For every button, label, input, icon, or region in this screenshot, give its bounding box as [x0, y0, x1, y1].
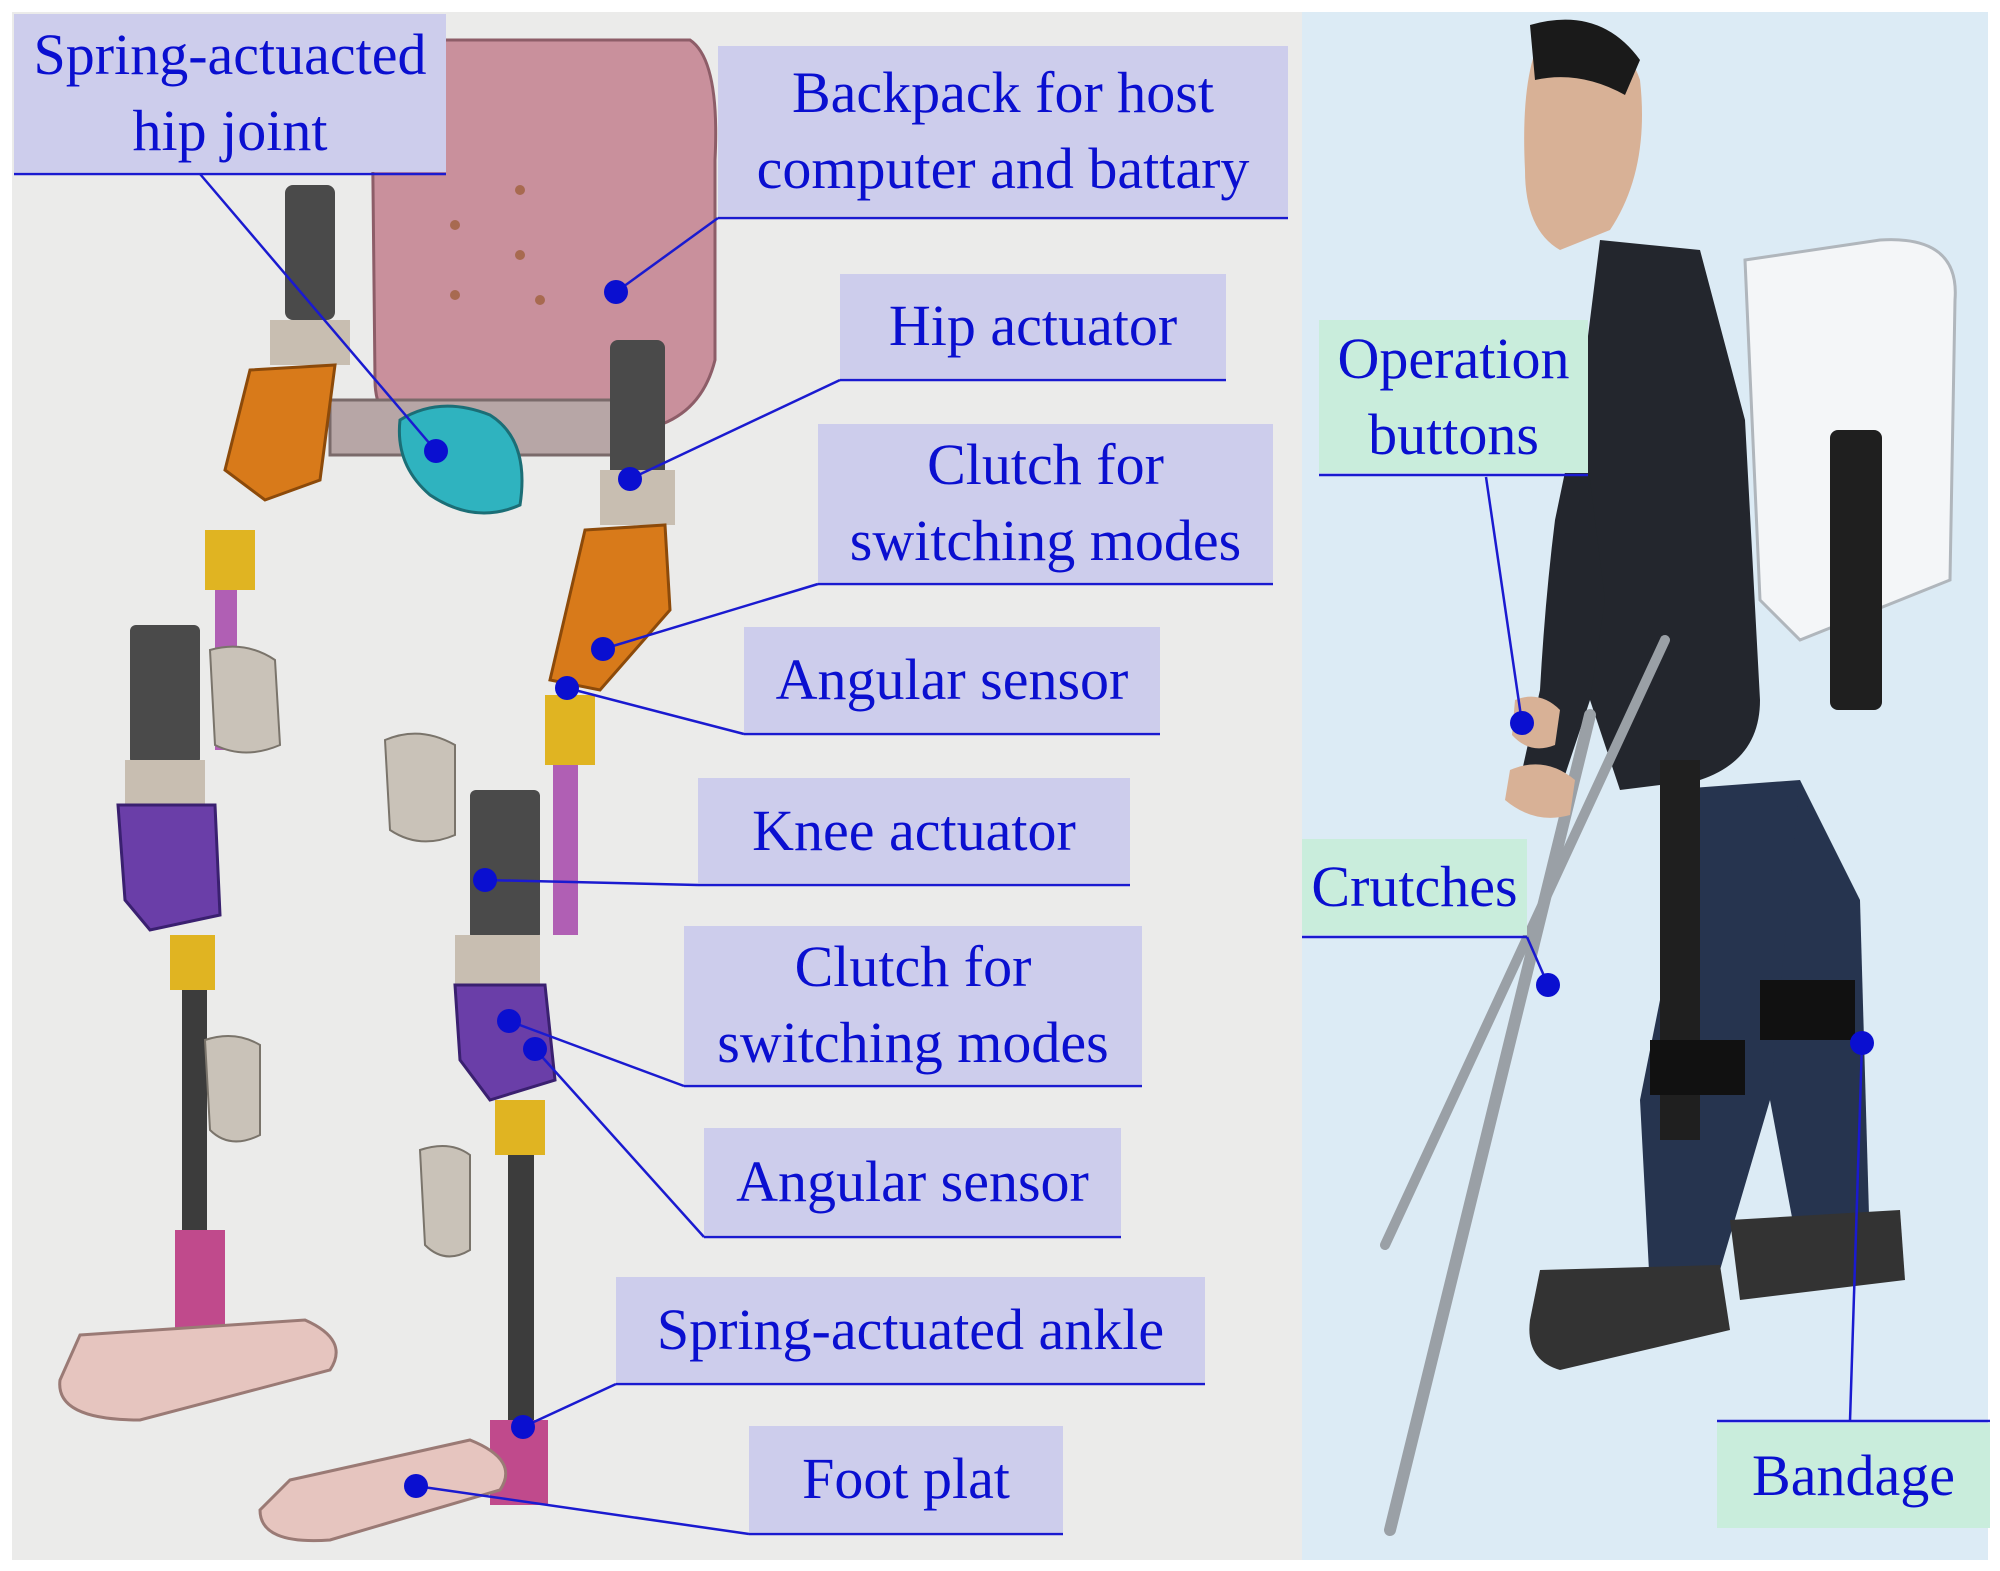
label-spring-hip-line2: hip joint [132, 98, 328, 163]
label-operation-buttons-line2: buttons [1368, 401, 1539, 467]
label-spring-hip-line1: Spring-actuacted [33, 22, 427, 87]
label-spring-actuated-hip-joint: Spring-actuacted hip joint [14, 14, 446, 172]
label-clutch-knee-line2: switching modes [717, 1010, 1109, 1075]
label-clutch-hip: Clutch for switching modes [818, 424, 1273, 582]
label-backpack-line2: computer and battary [756, 136, 1250, 201]
label-foot-plat: Foot plat [749, 1426, 1063, 1532]
label-crutches: Crutches [1302, 839, 1527, 935]
label-angular-sensor-knee: Angular sensor [704, 1128, 1121, 1235]
label-operation-buttons-line1: Operation [1337, 325, 1570, 391]
label-knee-actuator: Knee actuator [698, 778, 1130, 883]
label-clutch-knee-line1: Clutch for [794, 934, 1032, 999]
label-backpack: Backpack for host computer and battary [718, 46, 1288, 216]
label-clutch-knee: Clutch for switching modes [684, 926, 1142, 1084]
label-clutch-hip-line1: Clutch for [927, 432, 1164, 497]
label-spring-actuated-ankle: Spring-actuated ankle [616, 1277, 1205, 1382]
label-backpack-line1: Backpack for host [792, 60, 1214, 125]
label-clutch-hip-line2: switching modes [849, 508, 1242, 573]
label-bandage: Bandage [1717, 1423, 1990, 1528]
label-angular-sensor-hip: Angular sensor [744, 627, 1160, 732]
label-operation-buttons: Operation buttons [1319, 320, 1588, 473]
label-hip-actuator: Hip actuator [840, 274, 1226, 378]
